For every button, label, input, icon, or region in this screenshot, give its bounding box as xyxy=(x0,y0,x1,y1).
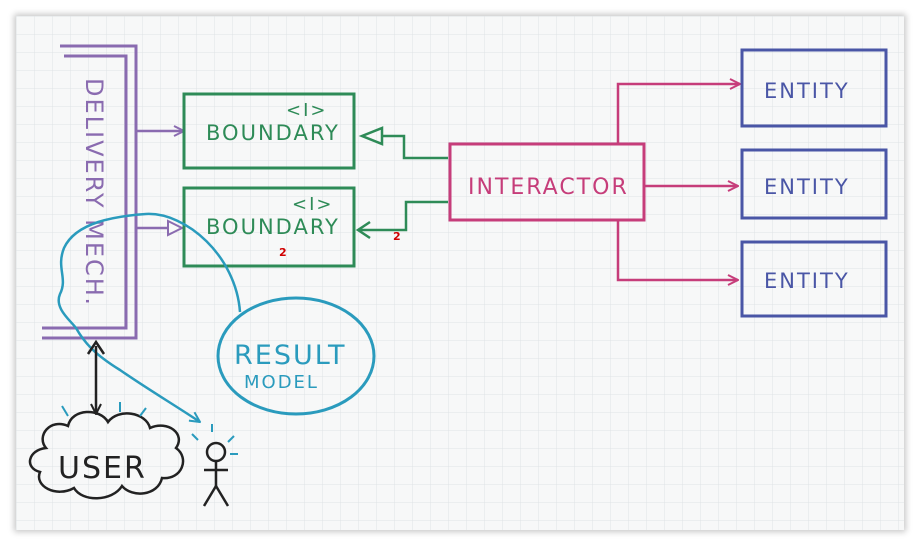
entity-label-2: ENTITY xyxy=(764,175,850,199)
entity-box-2: ENTITY xyxy=(740,148,888,220)
interactor-implements-boundary-top xyxy=(358,126,448,160)
figure-emphasis-marks xyxy=(191,424,238,455)
boundary-top-label: BOUNDARY xyxy=(206,121,340,145)
result-model-line1: RESULT xyxy=(234,340,347,371)
whiteboard-frame: DELIVERY MECH. <I> BOUNDARY <I> BOUNDARY… xyxy=(16,16,904,530)
grid-background xyxy=(16,16,904,530)
entity-label-1: ENTITY xyxy=(764,79,850,103)
result-flow-line xyxy=(57,212,242,422)
stick-figure-icon xyxy=(202,441,230,507)
cloud-emphasis-marks xyxy=(61,402,147,417)
interactor-to-entities xyxy=(616,84,740,280)
entity-box-1: ENTITY xyxy=(740,48,888,128)
boundary-bottom-label: BOUNDARY xyxy=(206,215,340,239)
user-cloud: USER xyxy=(28,410,185,500)
result-model: RESULT MODEL xyxy=(216,296,376,416)
open-triangle-delivery xyxy=(167,219,185,237)
delivery-user-arrow-head-up xyxy=(86,339,106,355)
boundary-top-box: <I> BOUNDARY xyxy=(182,92,356,170)
interactor-label: INTERACTOR xyxy=(468,175,629,200)
marker-arrow: 2 xyxy=(393,230,401,243)
interactor-uses-boundary-bottom xyxy=(355,200,448,240)
delivery-mechanism xyxy=(42,44,138,340)
interactor-box: INTERACTOR xyxy=(448,142,646,222)
boundary-top-tag: <I> xyxy=(286,100,327,121)
boundary-bottom-box: <I> BOUNDARY xyxy=(182,186,356,268)
user-label: USER xyxy=(58,451,147,486)
entity-label-3: ENTITY xyxy=(764,269,850,293)
delivery-label: DELIVERY MECH. xyxy=(80,78,108,307)
boundary-bottom-tag: <I> xyxy=(292,194,333,215)
entity-box-3: ENTITY xyxy=(740,240,888,318)
architecture-diagram: DELIVERY MECH. <I> BOUNDARY <I> BOUNDARY… xyxy=(16,16,904,530)
result-model-line2: MODEL xyxy=(244,372,319,393)
marker-boundary: 2 xyxy=(279,246,287,259)
